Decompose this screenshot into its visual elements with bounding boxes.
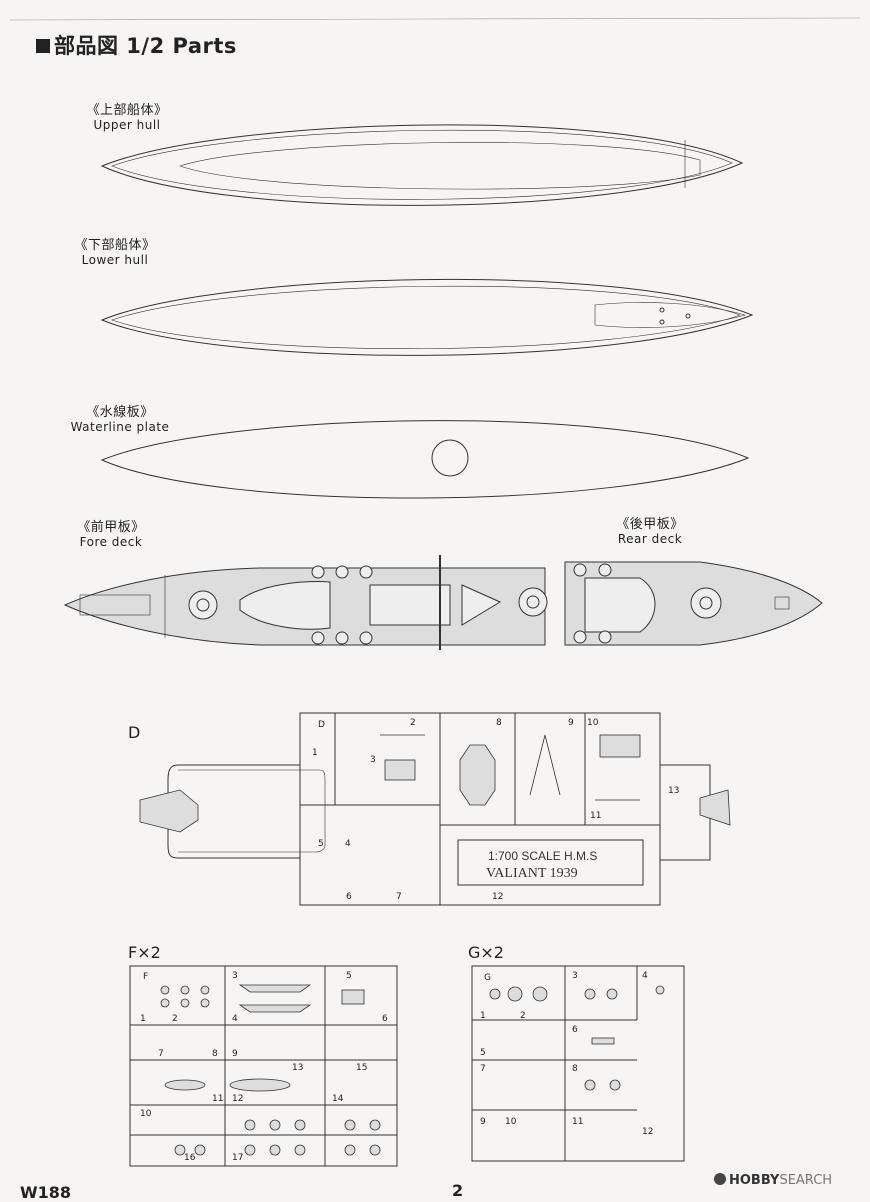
fore-deck-label: 《前甲板》Fore deck (77, 520, 145, 549)
sprue-d-num-13: 13 (668, 786, 679, 796)
sprue-g-num-12: 12 (642, 1127, 653, 1137)
sprue-f-num-15: 15 (356, 1063, 367, 1073)
sprue-f-num-14: 14 (332, 1094, 344, 1104)
sprue-g-num-9: 9 (480, 1117, 486, 1127)
sprue-d-num-5: 5 (318, 839, 324, 849)
sprue-g-num-11: 11 (572, 1117, 583, 1127)
product-code: W188 (20, 1183, 72, 1202)
sprue-f-num-10: 10 (140, 1109, 152, 1119)
sprue-f-num-4: 4 (232, 1014, 238, 1024)
sprue-f-num-6: 6 (382, 1014, 388, 1024)
page-number: 2 (452, 1181, 464, 1200)
sprue-d-num-3: 3 (370, 755, 376, 765)
sprue-f-num-16: 16 (184, 1153, 196, 1163)
sprue-d-num-11: 11 (590, 811, 601, 821)
sprue-f-num-2: 2 (172, 1014, 178, 1024)
hobbysearch-logo-icon (714, 1173, 726, 1185)
sprue-g (471, 965, 685, 1162)
sprue-g-num-8: 8 (572, 1064, 578, 1074)
sprue-d-num-0: D (318, 720, 325, 730)
sprue-f-num-7: 7 (158, 1049, 164, 1059)
sprue-d-plate-line1: 1:700 SCALE H.M.S (488, 849, 597, 863)
sprue-f-num-3: 3 (232, 971, 238, 981)
lower-hull-part (100, 278, 754, 356)
sprue-f-title: F×2 (128, 943, 161, 962)
sprue-g-num-3: 3 (572, 971, 578, 981)
sprue-f-num-17: 17 (232, 1153, 243, 1163)
sprue-d-num-9: 9 (568, 718, 574, 728)
fore-deck-part (63, 555, 548, 650)
sprue-d-num-4: 4 (345, 839, 351, 849)
waterline-plate-part (100, 420, 750, 499)
sprue-f-num-13: 13 (292, 1063, 303, 1073)
rear-deck-label: 《後甲板》Rear deck (616, 517, 684, 546)
upper-hull-label: 《上部船体》Upper hull (86, 103, 168, 132)
sprue-g-num-10: 10 (505, 1117, 517, 1127)
sprue-g-num-0: G (484, 973, 491, 983)
sprue-d-num-2: 2 (410, 718, 416, 728)
upper-hull-part (100, 124, 744, 206)
sprue-d-num-10: 10 (587, 718, 599, 728)
sprue-d-num-7: 7 (396, 892, 402, 902)
sprue-d-num-6: 6 (346, 892, 352, 902)
sprue-g-num-5: 5 (480, 1048, 486, 1058)
sprue-d-num-8: 8 (496, 718, 502, 728)
sprue-f-num-1: 1 (140, 1014, 146, 1024)
sprue-d-num-12: 12 (492, 892, 503, 902)
sprue-g-num-4: 4 (642, 971, 648, 981)
sprue-f-num-8: 8 (212, 1049, 218, 1059)
sprue-g-num-7: 7 (480, 1064, 486, 1074)
sprue-f-num-5: 5 (346, 971, 352, 981)
sprue-g-num-2: 2 (520, 1011, 526, 1021)
sprue-g-title: G×2 (468, 943, 504, 962)
square-bullet-icon (36, 39, 50, 53)
sprue-d-num-1: 1 (312, 748, 318, 758)
sprue-d (139, 712, 731, 906)
sprue-g-num-6: 6 (572, 1025, 578, 1035)
sprue-f-num-11: 11 (212, 1094, 223, 1104)
sprue-f-num-9: 9 (232, 1049, 238, 1059)
sprue-f-num-0: F (143, 972, 148, 982)
sprue-d-plate-line2: VALIANT 1939 (486, 866, 578, 881)
sprue-d-title: D (128, 723, 141, 742)
lower-hull-label: 《下部船体》Lower hull (74, 238, 156, 267)
watermark: HOBBYSEARCH (714, 1173, 832, 1188)
sprue-g-num-1: 1 (480, 1011, 486, 1021)
page-title: 部品図 1/2 Parts (36, 30, 237, 60)
waterline-plate-label: 《水線板》Waterline plate (70, 405, 170, 434)
sprue-f-num-12: 12 (232, 1094, 243, 1104)
sprue-f (129, 965, 398, 1167)
rear-deck-part (564, 561, 823, 646)
